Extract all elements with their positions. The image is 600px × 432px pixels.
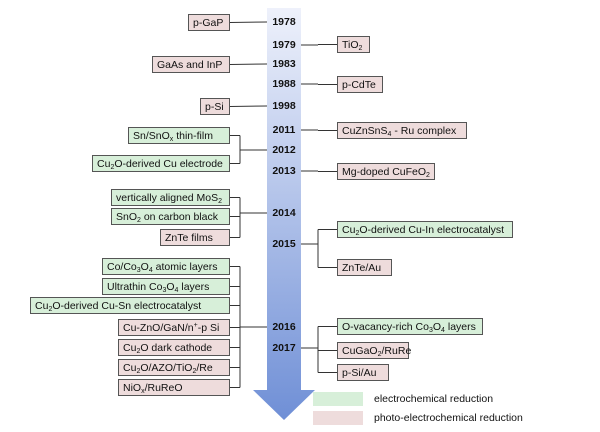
year-label-1979: 1979	[272, 39, 296, 51]
item-box-cu2o-dark: Cu2O dark cathode	[118, 339, 230, 356]
item-box-o-vacancy: O-vacancy-rich Co3O4 layers	[337, 318, 483, 335]
item-box-tio2: TiO2	[337, 36, 370, 53]
year-label-2016: 2016	[272, 321, 296, 333]
year-label-1983: 1983	[272, 58, 296, 70]
item-box-cu2o-cusn: Cu2O-derived Cu-Sn electrocatalyst	[30, 297, 230, 314]
year-label-2017: 2017	[272, 342, 296, 354]
item-box-cu2o-cuin: Cu2O-derived Cu-In electrocatalyst	[337, 221, 513, 238]
item-box-p-si: p-Si	[200, 98, 230, 115]
year-label-2011: 2011	[272, 124, 296, 136]
timeline-arrow	[253, 8, 315, 420]
year-label-2013: 2013	[272, 165, 296, 177]
item-box-sn-sno2: Sn/SnOx thin-film	[128, 127, 230, 144]
item-box-co-co3o4: Co/Co3O4 atomic layers	[102, 258, 230, 275]
connector-p-si	[229, 105, 268, 107]
item-box-mg-cufeo2: Mg-doped CuFeO2	[337, 163, 435, 180]
legend-swatch-photo	[313, 411, 363, 425]
item-box-cu2o-azo: Cu2O/AZO/TiO2/Re	[118, 359, 230, 376]
item-box-cuznsns4: CuZnSnS4 - Ru complex	[337, 122, 467, 139]
item-box-ultrathin: Ultrathin Co3O4 layers	[102, 278, 230, 295]
year-label-1988: 1988	[272, 78, 296, 90]
item-box-znte-films: ZnTe films	[160, 229, 230, 246]
year-label-1978: 1978	[272, 16, 296, 28]
year-label-1998: 1998	[272, 100, 296, 112]
year-label-2015: 2015	[272, 238, 296, 250]
item-box-mos2: vertically aligned MoS2	[111, 189, 230, 206]
connector-p-gap	[229, 21, 268, 23]
connector-gaas-inp	[229, 63, 268, 65]
item-box-cu2o-cu: Cu2O-derived Cu electrode	[92, 155, 230, 172]
item-box-p-gap: p-GaP	[188, 14, 230, 31]
legend-swatch-electro	[313, 392, 363, 406]
year-label-2014: 2014	[272, 207, 296, 219]
legend-label-photo: photo-electrochemical reduction	[374, 412, 523, 424]
item-box-gaas-inp: GaAs and InP	[152, 56, 230, 73]
item-box-p-cdte: p-CdTe	[337, 76, 383, 93]
item-box-znte-au: ZnTe/Au	[337, 259, 392, 276]
item-box-p-si-au: p-Si/Au	[337, 364, 389, 381]
item-box-cu-zno: Cu-ZnO/GaN/n+-p Si	[118, 319, 230, 336]
item-box-sno2-cb: SnO2 on carbon black	[111, 208, 230, 225]
year-label-2012: 2012	[272, 144, 296, 156]
item-box-nio-rureo: NiOx/RuReO	[118, 379, 230, 396]
legend-label-electro: electrochemical reduction	[374, 393, 494, 405]
item-box-cugao2: CuGaO2/RuRe	[337, 342, 411, 359]
